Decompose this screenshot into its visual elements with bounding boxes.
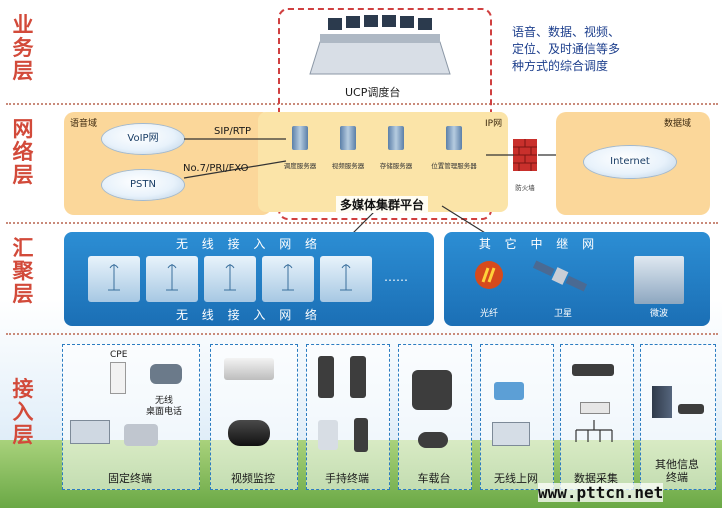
internet-cloud: Internet [584, 146, 676, 178]
layer-label-access: 接入层 [12, 377, 34, 447]
video-server-icon [340, 126, 356, 150]
access-label-video: 视频监控 [231, 472, 275, 485]
access-group-wireless [480, 344, 554, 490]
access-label-handheld: 手持终端 [325, 472, 369, 485]
handheld-terminal-icon [318, 356, 334, 398]
fiber-icon [475, 261, 503, 289]
satellite-label: 卫星 [553, 309, 572, 319]
server-tower-icon [652, 386, 672, 418]
voice-domain-label: 语音域 [70, 119, 98, 129]
console-label: UCP调度台 [345, 86, 401, 99]
business-description: 语音、数据、视频、 定位、及时通信等多 种方式的综合调度 [512, 25, 621, 73]
data-collector-icon [572, 364, 614, 376]
protocol-links [183, 138, 287, 179]
wireless-router-icon [494, 382, 524, 400]
location-server-label: 位置管理服务器 [431, 162, 477, 170]
voip-cloud: VoIP网 [102, 124, 184, 154]
access-label-fixed: 固定终端 [108, 472, 152, 485]
more-nodes-ellipsis: …… [384, 270, 408, 284]
sensor-device-icon [580, 402, 610, 414]
ip-network-label: IP网 [485, 119, 503, 129]
wireless-title-bottom: 无 线 接 入 网 络 [175, 308, 323, 322]
walkie-talkie-icon [354, 418, 368, 452]
microwave-icon [634, 256, 684, 304]
storage-server-icon [388, 126, 404, 150]
access-label-data: 数据采集 [574, 472, 618, 485]
firewall-links [486, 154, 556, 156]
firewall-icon [513, 139, 537, 171]
cpe-device-icon [110, 362, 126, 394]
fiber-label: 光纤 [479, 309, 498, 319]
telephone-icon [124, 424, 158, 446]
access-label-other: 其他信息 终端 [655, 458, 699, 484]
dispatch-server-icon [292, 126, 308, 150]
cluster-platform-label: 多媒体集群平台 [336, 196, 429, 213]
wireless-phone-label: 无线 桌面电话 [146, 396, 183, 417]
location-server-icon [446, 126, 462, 150]
pstn-cloud: PSTN [102, 170, 184, 200]
no7-label: No.7/PRI/FXO [183, 163, 249, 174]
dispatch-console-graphic [309, 15, 451, 75]
video-server-label: 视频服务器 [331, 162, 365, 170]
network-device-icon [678, 404, 704, 414]
laptop-icon [492, 422, 530, 446]
relay-title: 其 它 中 继 网 [478, 237, 600, 251]
firewall-label: 防火墙 [515, 184, 535, 192]
separator-business-network [6, 103, 718, 105]
access-group-vehicle [398, 344, 472, 490]
base-station-antennas [108, 264, 352, 291]
voip-label: VoIP网 [127, 133, 159, 144]
access-label-vehicle: 车载台 [417, 472, 451, 485]
layer-label-business: 业务层 [12, 13, 34, 83]
watermark: www.pttcn.net [538, 483, 664, 502]
smartphone-icon [318, 420, 338, 450]
separator-network-aggregation [6, 222, 718, 224]
sensor-tree-icon [575, 420, 613, 442]
laptop-icon [70, 420, 110, 444]
dispatch-server-label: 调度服务器 [283, 162, 317, 170]
internet-label: Internet [610, 156, 650, 167]
handset-icon [418, 432, 448, 448]
data-domain-label: 数据域 [664, 119, 692, 129]
bullet-camera-icon [224, 358, 274, 380]
desk-phone-icon [150, 364, 182, 384]
sip-rtp-label: SIP/RTP [214, 126, 252, 137]
handheld-terminal-icon [350, 356, 366, 398]
cpe-label: CPE [110, 350, 128, 360]
storage-server-label: 存储服务器 [379, 162, 413, 170]
dome-camera-icon [228, 420, 270, 446]
layer-label-aggregation: 汇聚层 [12, 236, 34, 306]
wireless-title-top: 无 线 接 入 网 络 [175, 237, 323, 251]
pstn-label: PSTN [130, 179, 156, 190]
access-label-wireless: 无线上网 [494, 472, 538, 485]
satellite-icon [532, 260, 588, 292]
layer-label-network: 网络层 [12, 117, 34, 187]
separator-aggregation-access [6, 333, 718, 335]
vehicle-radio-icon [412, 370, 452, 410]
microwave-label: 微波 [649, 309, 668, 319]
